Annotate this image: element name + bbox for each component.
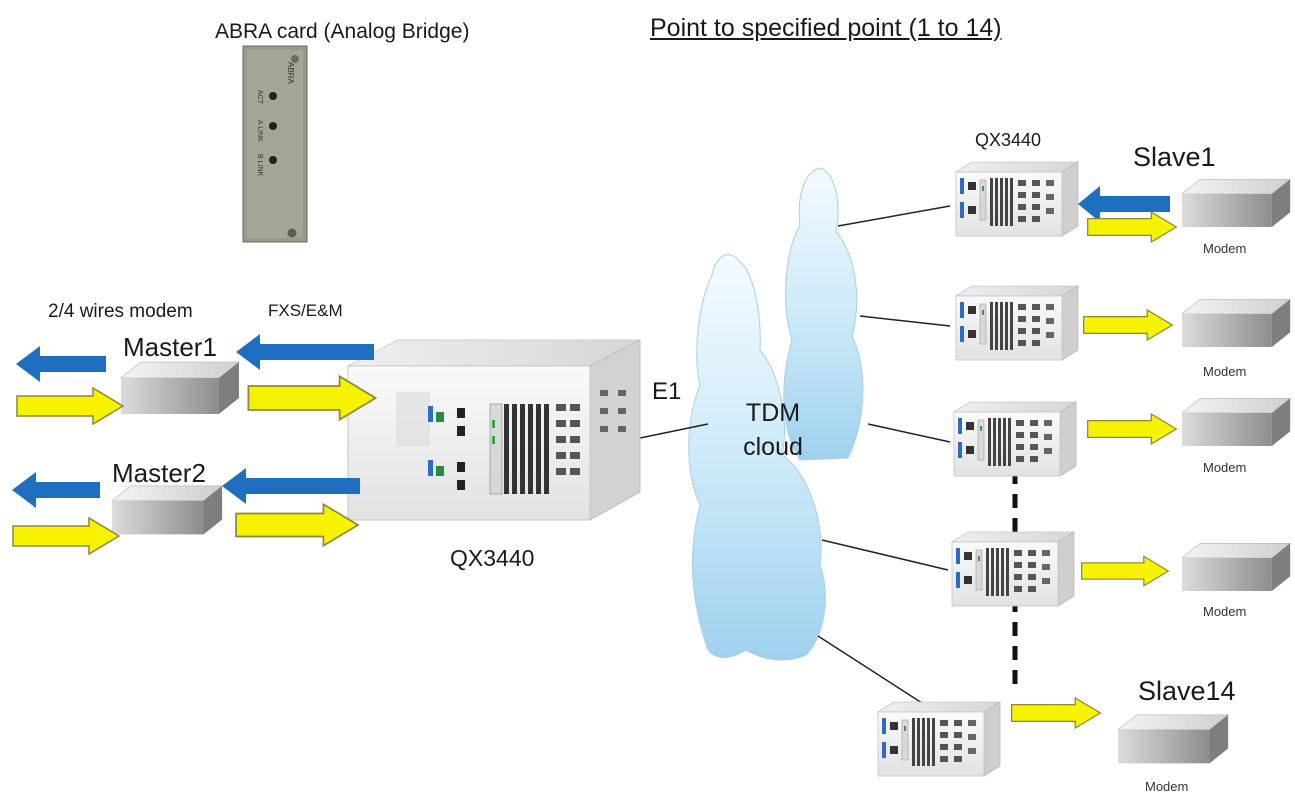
arrow-yellow-master1-in (16, 387, 124, 425)
arrow-blue-master1-out (16, 346, 106, 382)
slave14-modem (1118, 714, 1229, 764)
link-to-remote-4 (821, 539, 949, 571)
tdm-cloud-front (688, 254, 826, 661)
remote-modem-3 (1182, 397, 1291, 447)
tdm-label-line2: cloud (743, 433, 803, 461)
master1-label: Master1 (123, 332, 217, 362)
arrow-yellow-slave14 (1010, 697, 1102, 729)
remote-modem-2 (1182, 298, 1291, 348)
diagram-title: Point to specified point (1 to 14) (650, 14, 1002, 42)
e1-link (639, 423, 709, 439)
link-to-remote-3 (867, 423, 951, 443)
arrow-yellow-master2-in (12, 517, 120, 555)
right-arrows (1010, 186, 1178, 729)
tdm-cloud-label: TDM cloud (728, 396, 818, 464)
qx3440-main-chassis (347, 339, 641, 521)
abra-card-image: ABRA ACT A LINK B LINK (242, 45, 308, 243)
remote-chassis-2 (955, 285, 1079, 361)
arrow-blue-master1-in (236, 334, 374, 370)
connection-lines (639, 205, 951, 713)
wires-modem-label: 2/4 wires modem (48, 301, 193, 322)
modem-label-2: Modem (1203, 364, 1247, 379)
slave1-modem (1182, 178, 1291, 228)
arrow-yellow-slave1 (1087, 211, 1177, 243)
slave1-label: Slave1 (1133, 142, 1216, 172)
abra-card-title: ABRA card (Analog Bridge) (215, 20, 470, 43)
link-to-slave1 (837, 205, 951, 227)
modem-label-slave14: Modem (1145, 779, 1189, 794)
tdm-label-line1: TDM (745, 399, 801, 427)
master2-modem (112, 485, 223, 535)
e1-label: E1 (652, 378, 682, 405)
remote-chassis-3 (953, 401, 1077, 477)
svg-text:A LINK: A LINK (256, 120, 263, 142)
fxs-em-label: FXS/E&M (268, 301, 343, 320)
arrow-blue-slave1 (1078, 186, 1170, 222)
slave14-label: Slave14 (1138, 676, 1236, 706)
link-to-slave14 (817, 635, 937, 713)
tdm-cloud-back (783, 167, 864, 461)
remote-chassis-4 (951, 531, 1075, 607)
master2-label: Master2 (112, 458, 206, 488)
arrow-yellow-remote-2 (1082, 309, 1174, 341)
arrow-yellow-master2-out (235, 503, 359, 547)
arrow-yellow-remote-3 (1086, 413, 1178, 445)
svg-text:ACT: ACT (256, 90, 263, 105)
modem-label-3: Modem (1203, 460, 1247, 475)
qx3440-remote-label: QX3440 (975, 130, 1042, 150)
qx3440-main-label: QX3440 (450, 545, 535, 571)
remote-chassis-1 (955, 161, 1079, 237)
arrow-blue-master2-out (12, 472, 100, 508)
link-to-remote-2 (859, 315, 951, 327)
svg-text:ABRA: ABRA (286, 62, 295, 84)
svg-text:B LINK: B LINK (256, 154, 263, 177)
left-arrows (12, 334, 377, 555)
arrow-yellow-remote-4 (1080, 555, 1170, 587)
remote-chassis-14 (877, 701, 1001, 777)
modem-label-slave1: Modem (1203, 241, 1247, 256)
master1-modem (120, 361, 240, 415)
arrow-blue-master2-in (222, 468, 360, 504)
modem-label-4: Modem (1203, 604, 1247, 619)
remote-modem-4 (1182, 542, 1291, 592)
